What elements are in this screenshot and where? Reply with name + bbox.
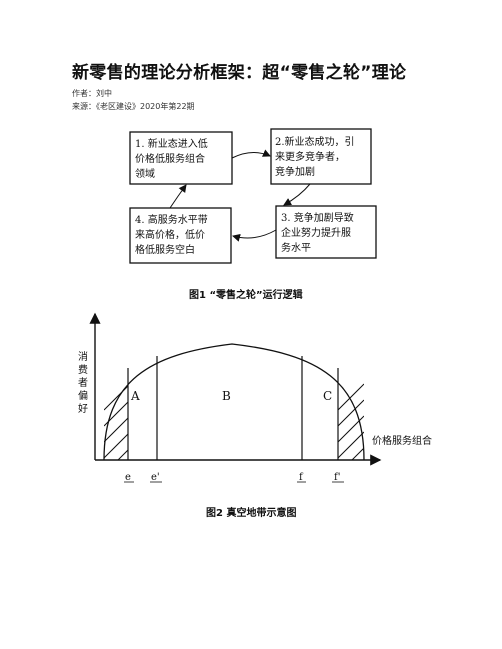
demand-curve xyxy=(103,343,365,461)
tick-e: e xyxy=(125,472,131,483)
region-label-b: B xyxy=(222,389,231,403)
box-2 xyxy=(270,128,372,185)
x-axis-label: 价格服务组合 xyxy=(372,434,432,447)
y-axis-label-char-5: 好 xyxy=(78,403,88,415)
region-label-c: C xyxy=(323,389,332,403)
article-author: 作者：刘中 xyxy=(72,89,112,98)
arrow-3-to-4 xyxy=(232,229,277,242)
box-3-line-3: 务水平 xyxy=(281,241,311,254)
figure1-diagram: 1. 新业态进入低 价格低服务组合 领域 2.新业态成功，引 来更多竞争者， 竞… xyxy=(129,128,377,264)
box-4-line-2: 来高价格，低价 xyxy=(135,228,205,241)
arrow-4-to-1 xyxy=(169,184,187,209)
box-2-line-1: 2.新业态成功，引 xyxy=(275,135,355,148)
article-source: 来源：《老区建设》2020年第22期 xyxy=(72,102,195,111)
arrow-2-to-3 xyxy=(283,183,311,206)
y-axis-label-char-4: 偏 xyxy=(78,389,88,402)
box-2-line-3: 竞争加剧 xyxy=(275,165,315,178)
box-4 xyxy=(129,207,232,264)
box-4-line-1: 4. 高服务水平带 xyxy=(135,213,208,226)
box-4-line-3: 格低服务空白 xyxy=(135,243,195,256)
figure2-caption: 图2 真空地带示意图 xyxy=(206,508,297,519)
figure2-diagram: A B C e e' f f' 价格服务组合 消 费 者 偏 好 xyxy=(78,312,432,483)
box-1-line-1: 1. 新业态进入低 xyxy=(135,137,208,150)
region-label-a: A xyxy=(130,389,140,403)
tick-f-prime: f' xyxy=(334,472,340,483)
box-3 xyxy=(275,205,377,259)
y-axis-label-char-3: 者 xyxy=(78,377,88,389)
figure1-caption: 图1 “零售之轮”运行逻辑 xyxy=(189,290,303,301)
tick-e-prime: e' xyxy=(151,472,160,483)
tick-f: f xyxy=(299,472,304,483)
article-title: 新零售的理论分析框架：超“零售之轮”理论 xyxy=(72,63,407,83)
box-3-line-2: 企业努力提升服 xyxy=(281,226,351,239)
hatch-region-c xyxy=(338,383,364,460)
box-2-line-2: 来更多竞争者， xyxy=(275,150,345,163)
box-1-line-2: 价格低服务组合 xyxy=(135,152,205,165)
box-3-line-1: 3. 竞争加剧导致 xyxy=(281,211,354,224)
box-1-line-3: 领域 xyxy=(135,167,155,180)
hatch-region-a xyxy=(104,385,128,460)
y-axis-label-char-1: 消 xyxy=(78,350,88,363)
arrow-1-to-2 xyxy=(231,149,271,159)
y-axis-label-char-2: 费 xyxy=(78,363,88,376)
